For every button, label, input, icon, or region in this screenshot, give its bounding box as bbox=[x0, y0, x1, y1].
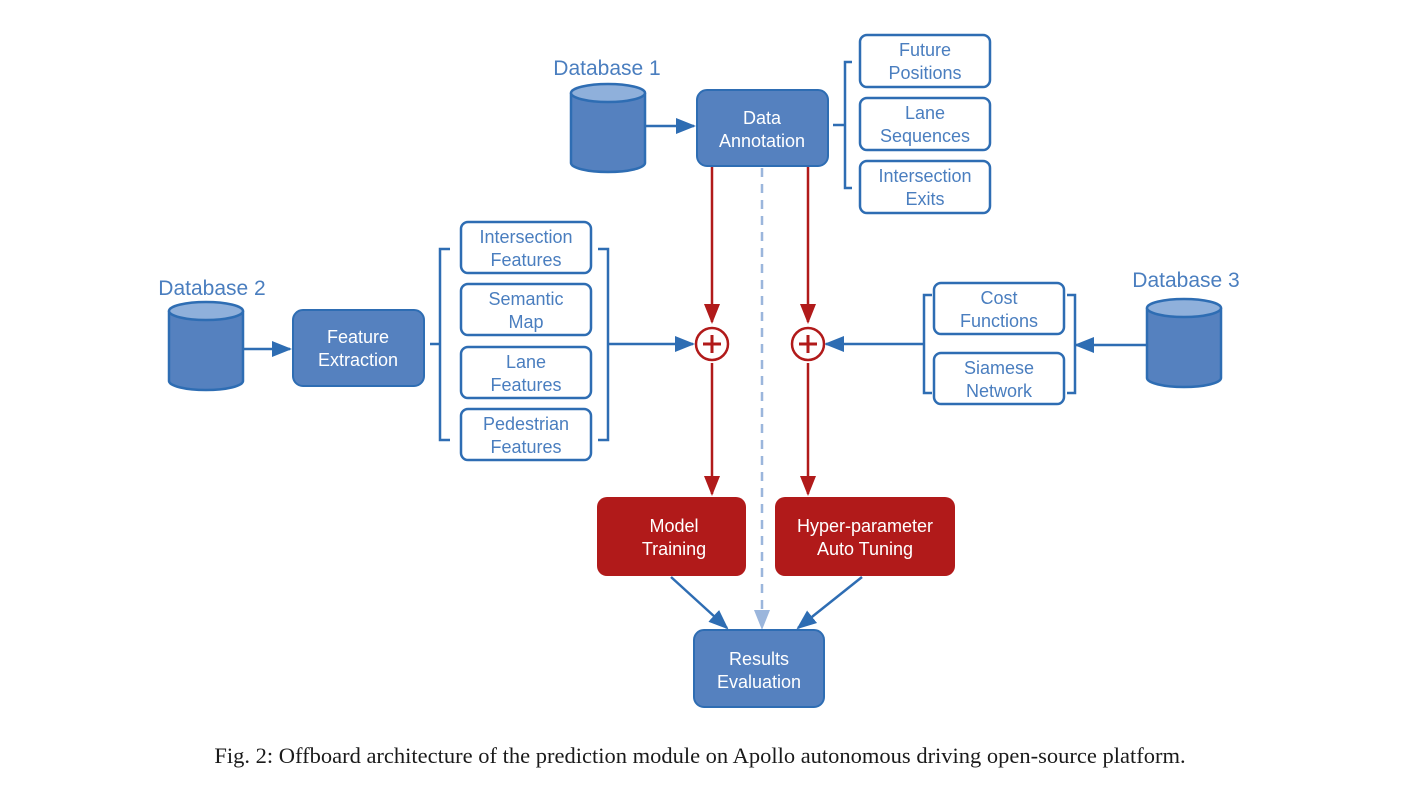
pedestrian-features-item: Pedestrian Features bbox=[459, 407, 593, 462]
process-box bbox=[696, 89, 829, 167]
arrow-tuning-to-evaluation bbox=[796, 576, 863, 630]
item-box bbox=[858, 33, 992, 89]
tuning-inputs-left-bracket bbox=[922, 293, 932, 395]
item-box bbox=[459, 345, 593, 400]
database-3: Database 3 bbox=[1132, 269, 1240, 389]
database-2: Database 2 bbox=[158, 277, 266, 392]
arrow-training-to-evaluation bbox=[670, 576, 729, 630]
feature-extraction-label-line1: Feature bbox=[327, 327, 389, 347]
semantic-map-item: Semantic Map bbox=[459, 282, 593, 337]
features-left-bracket bbox=[430, 247, 450, 442]
item-label-line1: Pedestrian bbox=[483, 414, 569, 434]
lane-sequences-item: Lane Sequences bbox=[858, 96, 992, 152]
auto-tuning-label-line1: Hyper-parameter bbox=[797, 516, 933, 536]
item-box bbox=[932, 351, 1066, 406]
database-1: Database 1 bbox=[553, 57, 661, 174]
database-1-label: Database 1 bbox=[553, 57, 660, 80]
model-training-label-line2: Training bbox=[642, 539, 706, 559]
merge-node-right bbox=[790, 326, 826, 362]
features-right-bracket bbox=[598, 247, 610, 442]
item-label-line2: Features bbox=[490, 250, 561, 270]
cost-functions-item: Cost Functions bbox=[932, 281, 1066, 336]
process-box bbox=[693, 629, 825, 708]
annotation-outputs-bracket bbox=[833, 60, 852, 190]
item-box bbox=[858, 96, 992, 152]
item-label-line2: Network bbox=[966, 381, 1033, 401]
item-label-line1: Lane bbox=[905, 103, 945, 123]
extracted-features: Intersection Features Semantic Map Lane … bbox=[459, 220, 593, 462]
connectors bbox=[243, 118, 1146, 630]
intersection-features-item: Intersection Features bbox=[459, 220, 593, 275]
database-cylinder-top bbox=[167, 300, 245, 322]
item-label-line1: Siamese bbox=[964, 358, 1034, 378]
database-cylinder-icon bbox=[167, 311, 245, 392]
item-box bbox=[459, 220, 593, 275]
data-annotation-node: Data Annotation bbox=[696, 89, 829, 167]
results-evaluation-node: Results Evaluation bbox=[693, 629, 825, 708]
item-box bbox=[459, 282, 593, 337]
auto-tuning-label-line2: Auto Tuning bbox=[817, 539, 913, 559]
item-label-line1: Future bbox=[899, 40, 951, 60]
item-label-line2: Features bbox=[490, 437, 561, 457]
brackets bbox=[430, 60, 1077, 442]
item-label-line2: Functions bbox=[960, 311, 1038, 331]
feature-extraction-label-line2: Extraction bbox=[318, 350, 398, 370]
item-label-line2: Features bbox=[490, 375, 561, 395]
model-training-label-line1: Model bbox=[649, 516, 698, 536]
item-box bbox=[932, 281, 1066, 336]
results-evaluation-label-line1: Results bbox=[729, 649, 789, 669]
database-cylinder-icon bbox=[1145, 308, 1223, 389]
item-label-line1: Intersection bbox=[878, 166, 971, 186]
lane-features-item: Lane Features bbox=[459, 345, 593, 400]
item-label-line2: Exits bbox=[905, 189, 944, 209]
item-label-line1: Semantic bbox=[488, 289, 563, 309]
tuning-inputs-right-bracket bbox=[1067, 293, 1077, 395]
item-label-line2: Map bbox=[508, 312, 543, 332]
database-cylinder-top bbox=[569, 82, 647, 104]
process-box bbox=[597, 497, 746, 576]
item-box bbox=[459, 407, 593, 462]
siamese-network-item: Siamese Network bbox=[932, 351, 1066, 406]
auto-tuning-node: Hyper-parameter Auto Tuning bbox=[775, 497, 955, 576]
data-annotation-label-line2: Annotation bbox=[719, 131, 805, 151]
intersection-exits-item: Intersection Exits bbox=[858, 159, 992, 215]
tuning-inputs: Cost Functions Siamese Network bbox=[932, 281, 1066, 406]
item-label-line2: Positions bbox=[888, 63, 961, 83]
figure-caption: Fig. 2: Offboard architecture of the pre… bbox=[214, 743, 1185, 768]
database-cylinder-icon bbox=[569, 93, 647, 174]
process-box bbox=[292, 309, 425, 387]
merge-node-left bbox=[694, 326, 730, 362]
future-positions-item: Future Positions bbox=[858, 33, 992, 89]
results-evaluation-label-line2: Evaluation bbox=[717, 672, 801, 692]
database-2-label: Database 2 bbox=[158, 277, 265, 300]
item-label-line1: Lane bbox=[506, 352, 546, 372]
item-label-line1: Intersection bbox=[479, 227, 572, 247]
database-cylinder-top bbox=[1145, 297, 1223, 319]
annotation-outputs: Future Positions Lane Sequences Intersec… bbox=[858, 33, 992, 215]
item-label-line1: Cost bbox=[980, 288, 1017, 308]
feature-extraction-node: Feature Extraction bbox=[292, 309, 425, 387]
process-box bbox=[775, 497, 955, 576]
model-training-node: Model Training bbox=[597, 497, 746, 576]
data-annotation-label-line1: Data bbox=[743, 108, 782, 128]
item-box bbox=[858, 159, 992, 215]
database-3-label: Database 3 bbox=[1132, 269, 1239, 292]
item-label-line2: Sequences bbox=[880, 126, 970, 146]
